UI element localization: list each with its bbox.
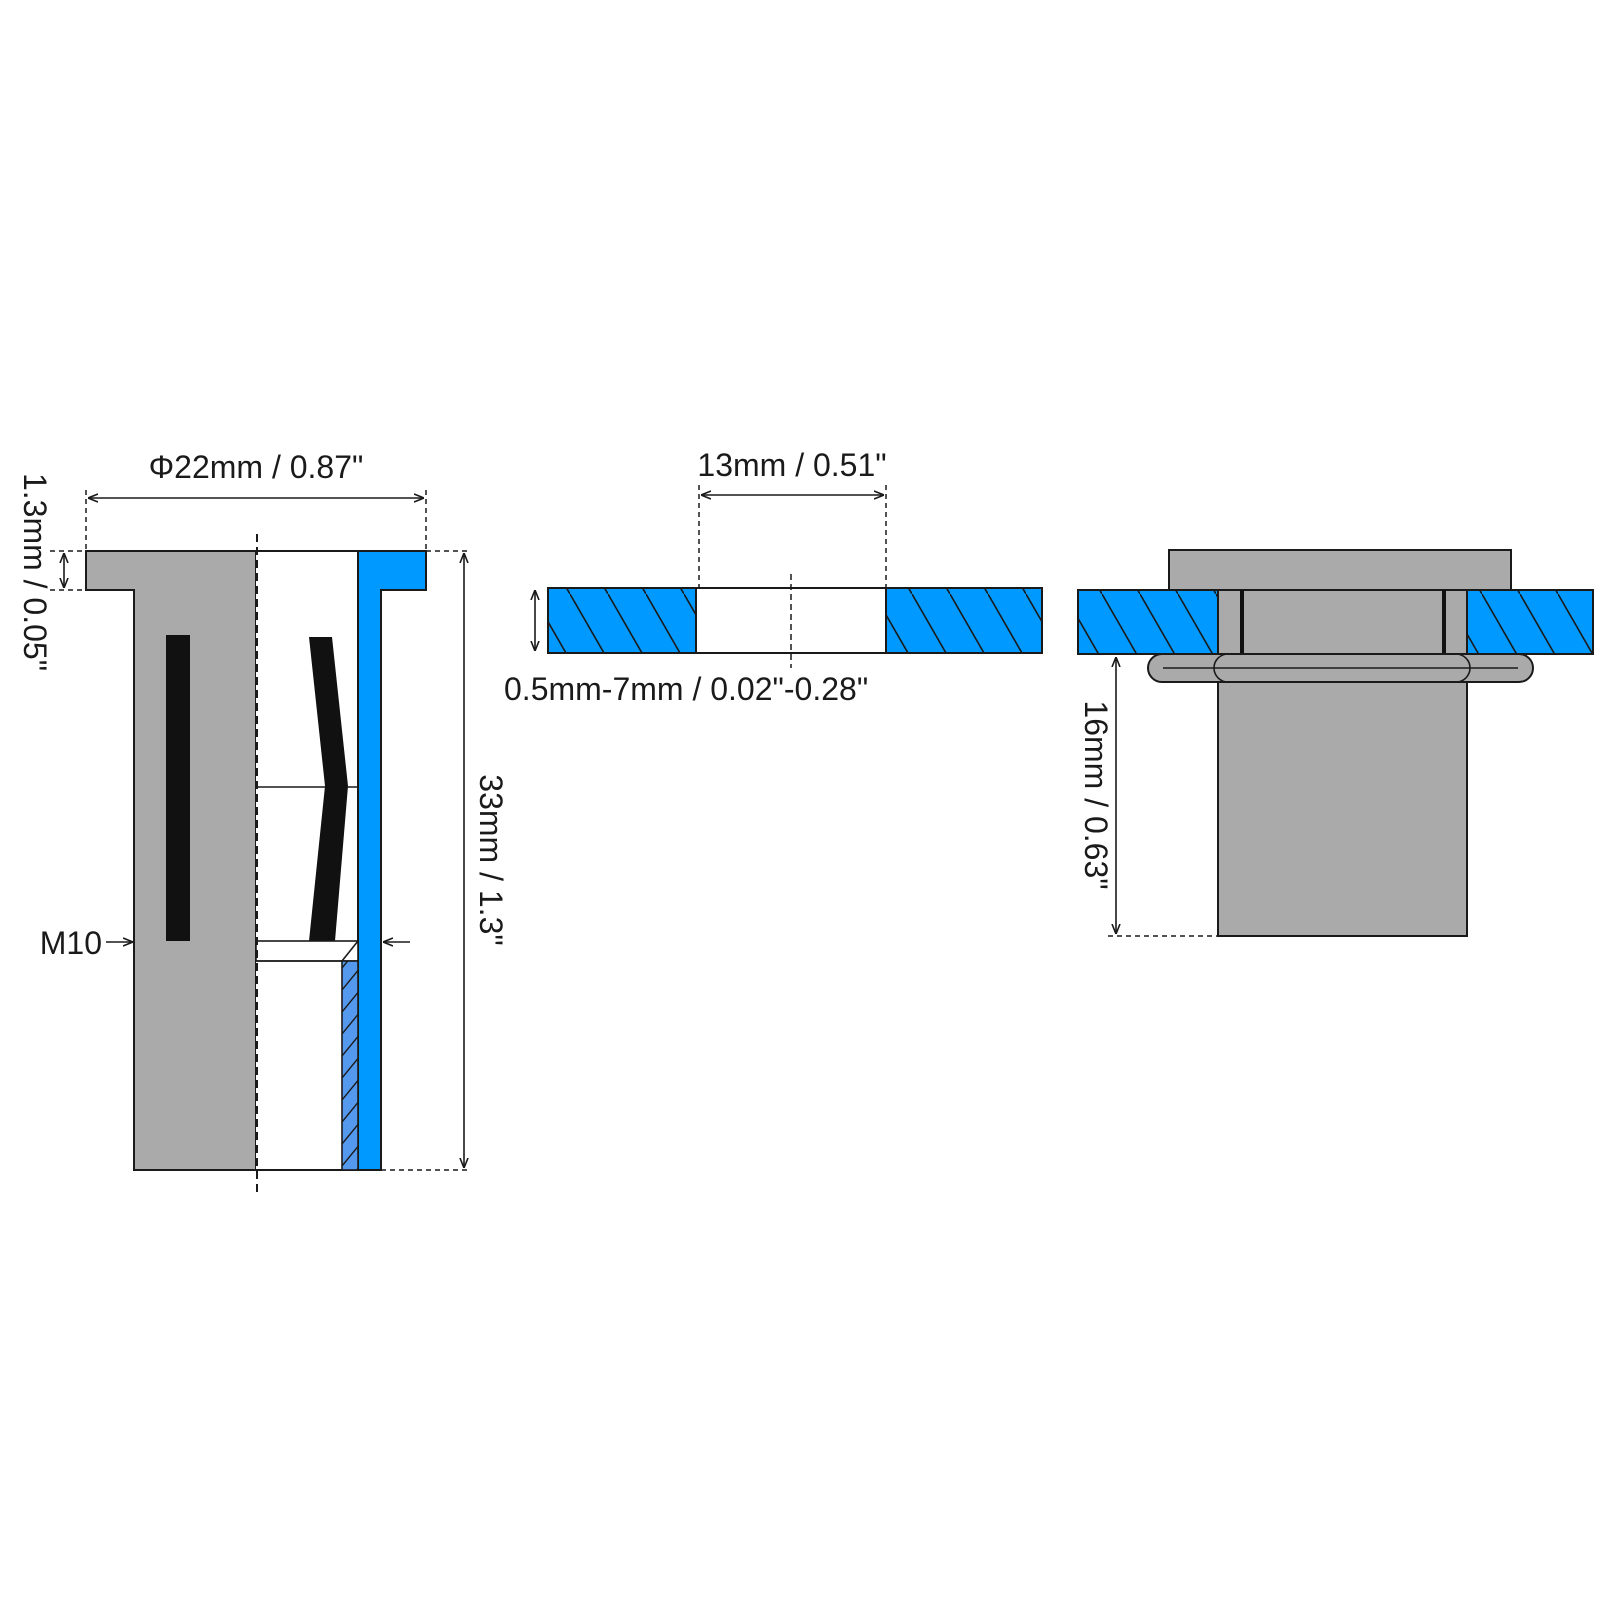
- rivet-nut-wall-section: [357, 550, 427, 1171]
- grip-range-label: 0.5mm-7mm / 0.02"-0.28": [504, 671, 868, 707]
- knurl-slot: [166, 635, 190, 941]
- installed-body-through-panel: [1217, 589, 1468, 655]
- total-length-label: 33mm / 1.3": [473, 774, 509, 945]
- protrusion-label: 16mm / 0.63": [1078, 700, 1114, 889]
- flange-diameter-label: Φ22mm / 0.87": [149, 449, 364, 485]
- thread-section: [255, 940, 359, 962]
- installed-flange: [1168, 549, 1512, 591]
- installed-body-protrusion: [1217, 681, 1468, 937]
- thread-label: M10: [40, 925, 102, 961]
- installed-view: 16mm / 0.63": [1077, 549, 1594, 937]
- hole-diameter-label: 13mm / 0.51": [697, 447, 886, 483]
- panel-hole-view: 13mm / 0.51" 0.5mm-7mm / 0.02"-0.28": [504, 447, 1043, 707]
- rivet-nut-view: Φ22mm / 0.87" 1.3mm / 0.05" 33mm / 1.3" …: [17, 449, 509, 1195]
- flange-thickness-label: 1.3mm / 0.05": [17, 473, 53, 671]
- collapse-bulge: [309, 637, 348, 941]
